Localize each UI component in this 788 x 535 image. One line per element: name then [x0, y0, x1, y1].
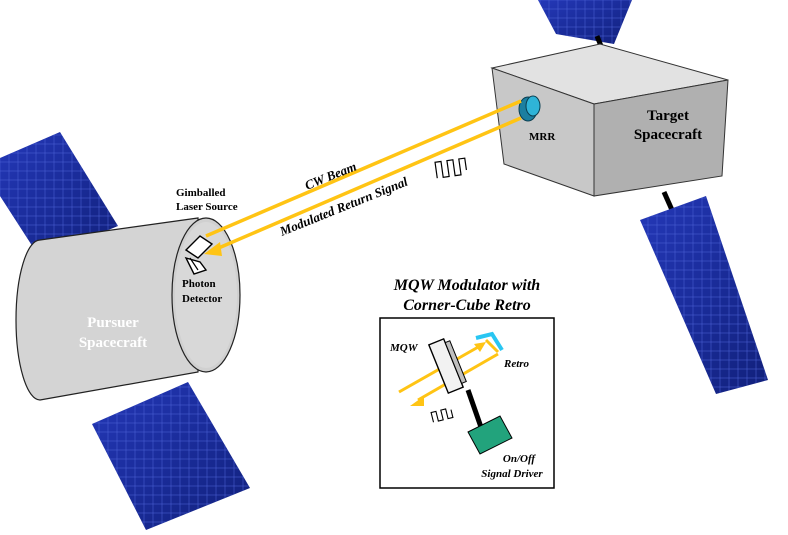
- inset-waveform-icon: [430, 408, 454, 423]
- inset-box: [379, 317, 555, 489]
- mqw-cell: [427, 337, 467, 395]
- retro-label: Retro: [503, 358, 530, 370]
- gimballed-laser-source: [184, 235, 214, 275]
- mrr-label: MRR: [529, 131, 556, 143]
- mqw-label: MQW: [389, 342, 419, 354]
- gimballed-label-line1: Gimballed: [176, 187, 226, 199]
- mrr-retroreflector: [518, 95, 541, 122]
- inset-title-line1: MQW Modulator with: [393, 277, 541, 294]
- laser-beams: CW Beam Modulated Return Signal: [204, 99, 522, 256]
- target-bottom-solar-panel: [640, 190, 768, 394]
- photon-label-line2: Detector: [182, 293, 222, 305]
- target-cube-right-face: [593, 79, 729, 197]
- target-top-solar-panel: [538, 0, 632, 57]
- return-beam-line: [213, 116, 522, 252]
- pursuer-label-line1: Pursuer: [87, 315, 139, 331]
- target-spacecraft: Target Spacecraft MRR: [490, 0, 768, 394]
- inset-title-line2: Corner-Cube Retro: [403, 297, 531, 314]
- mqw-inset: MQW Modulator with Corner-Cube Retro MQW…: [379, 277, 555, 489]
- target-label-line1: Target: [647, 108, 689, 124]
- photon-label-line1: Photon: [182, 278, 216, 290]
- cw-beam-line: [205, 99, 522, 238]
- driver-label-line1: On/Off: [503, 453, 537, 465]
- modulated-return-label: Modulated Return Signal: [277, 174, 411, 240]
- return-beam-arrowhead: [204, 242, 222, 256]
- pursuer-spacecraft: Pursuer Spacecraft Gimballed Laser Sourc…: [0, 132, 250, 530]
- retro-corner-cube: [475, 331, 504, 352]
- target-label-line2: Spacecraft: [634, 127, 702, 143]
- pursuer-label-line2: Spacecraft: [79, 335, 147, 351]
- cw-beam-label: CW Beam: [303, 159, 359, 193]
- gimballed-label-line2: Laser Source: [176, 201, 238, 213]
- driver-label-line2: Signal Driver: [481, 468, 543, 480]
- pursuer-cylinder-body: [15, 217, 199, 401]
- signal-driver-block: [467, 415, 513, 455]
- modulated-signal-waveform-icon: [434, 157, 468, 179]
